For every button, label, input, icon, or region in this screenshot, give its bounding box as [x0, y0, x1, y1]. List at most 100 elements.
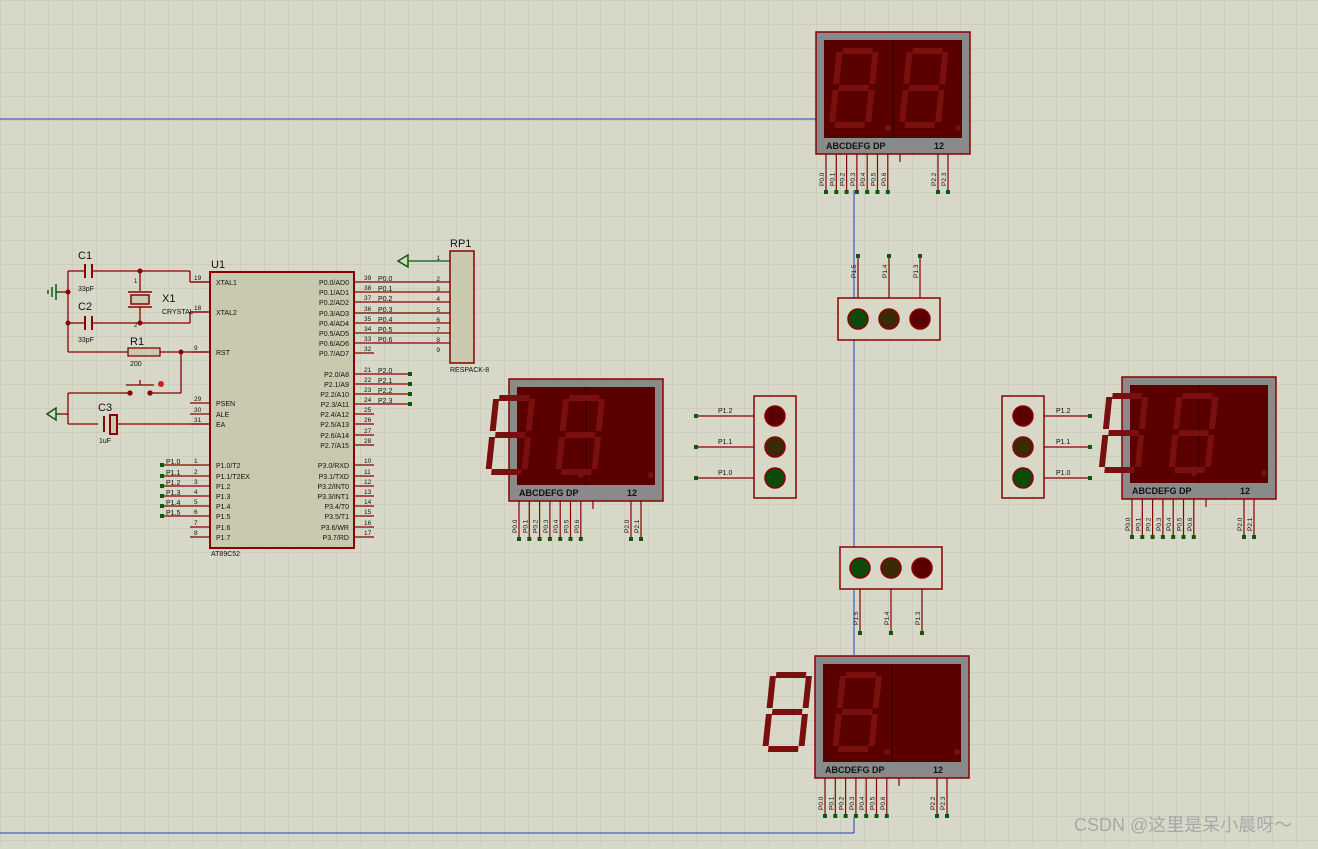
mcu-pin-name: P1.3 — [216, 494, 231, 501]
display-pin-label: P0.1 — [1135, 517, 1142, 531]
segment-dp — [954, 749, 960, 755]
segment — [767, 746, 799, 752]
blue-wires — [0, 118, 855, 834]
traffic-light-label: P1.1 — [1056, 439, 1071, 446]
segment — [842, 48, 873, 54]
c2-value: 33pF — [78, 337, 94, 344]
capacitor-c1[interactable] — [84, 264, 93, 278]
mcu-pin-name: P1.2 — [216, 484, 231, 491]
respack-pin-number: 3 — [436, 286, 440, 293]
net-terminal — [854, 190, 859, 194]
segment — [908, 85, 940, 91]
mcu-left-pins: 19XTAL118XTAL29RST29PSEN30ALE31EA1P1.0/T… — [160, 275, 250, 542]
traffic-light-label: P1.5 — [853, 611, 860, 625]
mcu-pin-number: 22 — [364, 377, 372, 384]
net-terminal — [874, 814, 879, 818]
display-com-label: P2.2 — [931, 172, 938, 186]
mcu-pin-number: 30 — [194, 407, 202, 414]
x1-pin2: 2 — [134, 323, 138, 329]
segment-dp — [885, 125, 891, 131]
net-terminal — [160, 463, 164, 467]
mcu-pin-name: P1.1/T2EX — [216, 474, 250, 481]
resistor-r1[interactable] — [127, 347, 161, 357]
c1-ref: C1 — [78, 250, 92, 262]
display-pin-label: P0.5 — [1177, 517, 1184, 531]
display-pin-label: P0.3 — [850, 172, 857, 186]
net-terminal — [1171, 535, 1176, 539]
display-pin-label: P0.2 — [533, 519, 540, 533]
net-terminal — [823, 814, 827, 818]
net-terminal — [578, 537, 583, 541]
net-terminal — [936, 190, 940, 194]
net-terminal — [547, 537, 552, 541]
traffic-lamp — [849, 557, 871, 579]
segment — [872, 676, 882, 708]
mcu-pin-name: P1.7 — [216, 535, 231, 542]
mcu-pin-name: P0.3/AD3 — [319, 311, 349, 318]
net-terminal — [1088, 414, 1092, 418]
display-pin-label: P0.4 — [553, 519, 560, 533]
segment — [498, 395, 530, 401]
segment — [595, 399, 606, 431]
reset-button[interactable] — [124, 380, 158, 396]
mcu-pin-name: P3.6/WR — [321, 525, 349, 532]
display-pin-label: P0.2 — [840, 172, 847, 186]
mcu-pin-name: ALE — [216, 412, 230, 419]
mcu-u1[interactable]: U1 AT89C52 19XTAL118XTAL29RST29PSEN30ALE… — [160, 259, 450, 558]
display-pin-label: P0.6 — [881, 172, 888, 186]
net-terminal — [1242, 535, 1246, 539]
c1-value: 33pF — [78, 286, 94, 293]
display-pin-label: P0.5 — [870, 796, 877, 810]
segment — [485, 437, 496, 469]
x1-value: CRYSTAL — [162, 309, 194, 316]
mcu-pin-name: P2.0/A8 — [324, 372, 349, 379]
reset-button-probe — [158, 381, 164, 387]
mcu-pin-number: 10 — [364, 458, 372, 465]
traffic-light-right: P1.2P1.1P1.0 — [1001, 395, 1092, 499]
segment — [1138, 397, 1149, 429]
capacitor-c2[interactable] — [84, 316, 93, 330]
segment — [1178, 430, 1209, 436]
capacitor-c3[interactable] — [103, 414, 118, 435]
mcu-pin-number: 11 — [364, 469, 371, 476]
net-terminal — [694, 414, 698, 418]
display-pin-label: P0.0 — [512, 519, 519, 533]
segment — [868, 714, 878, 746]
segment — [912, 48, 943, 54]
traffic-light-label: P1.3 — [913, 264, 920, 278]
traffic-lamp — [911, 557, 933, 579]
net-terminal — [858, 631, 862, 635]
rp1-ref: RP1 — [450, 238, 471, 250]
net-terminal — [558, 537, 563, 541]
net-label: P2.3 — [378, 398, 393, 405]
rp1-value: RESPACK-8 — [450, 367, 489, 374]
segment — [568, 395, 600, 401]
segment — [1168, 435, 1179, 467]
crystal-x1[interactable] — [128, 291, 152, 308]
traffic-lamp — [764, 436, 786, 458]
segment — [775, 672, 807, 678]
display-pin-label: P0.3 — [543, 519, 550, 533]
display-segment-label: ABCDEFG DP — [1132, 486, 1192, 496]
mcu-pin-number: 26 — [364, 417, 372, 424]
traffic-lamp — [1012, 467, 1034, 489]
display-pin-label: P0.0 — [818, 796, 825, 810]
ground-symbol — [47, 284, 60, 300]
mcu-right-pins: 39P0.0/AD0P0.038P0.1/AD1P0.137P0.2/AD2P0… — [317, 275, 450, 542]
net-label: P2.2 — [378, 388, 393, 395]
traffic-light-left: P1.2P1.1P1.0 — [694, 395, 797, 499]
display-pin-label: P0.4 — [1166, 517, 1173, 531]
traffic-lamp — [1012, 405, 1034, 427]
mcu-pin-name: P0.1/AD1 — [319, 290, 349, 297]
net-terminal — [629, 537, 633, 541]
net-terminal — [160, 474, 164, 478]
mcu-pin-name: P0.6/AD6 — [319, 341, 349, 348]
r1-value: 200 — [130, 361, 142, 368]
